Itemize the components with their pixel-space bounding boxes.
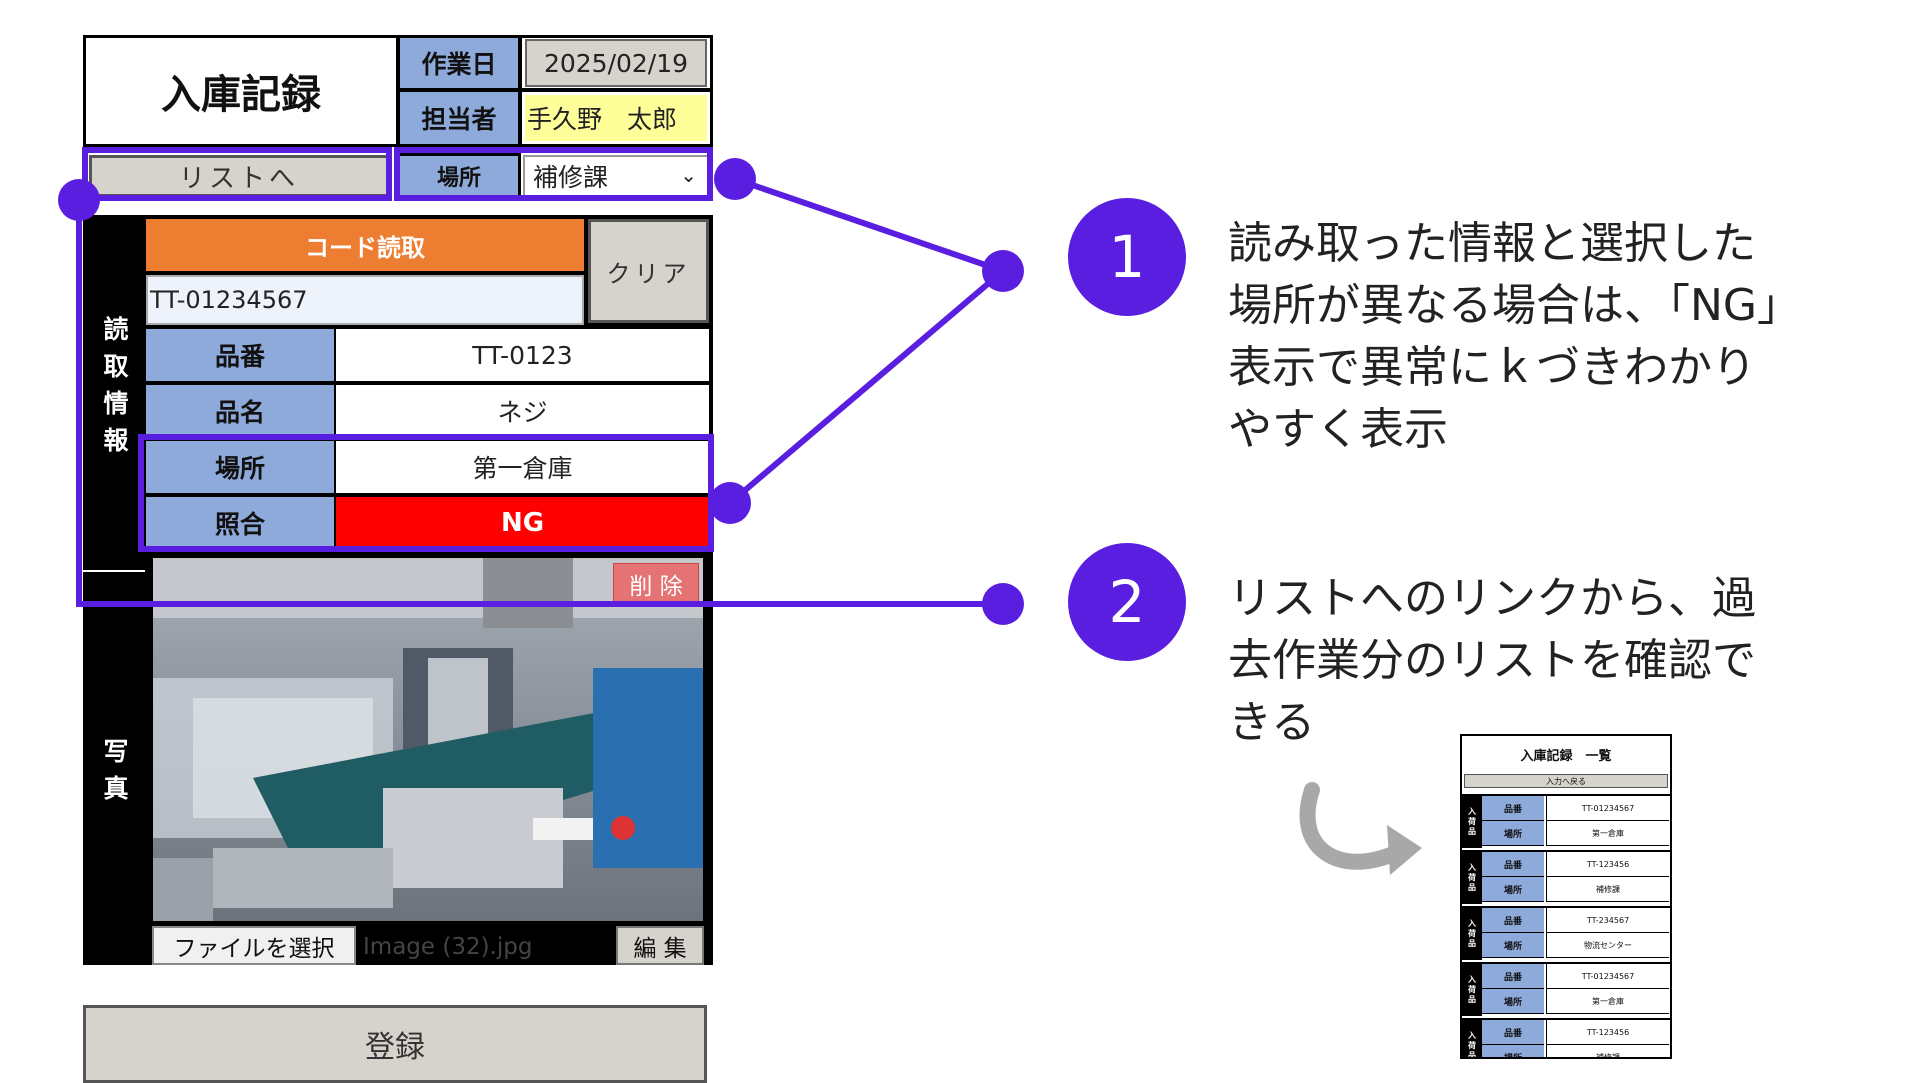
list-preview-place-label: 場所 xyxy=(1482,989,1544,1014)
list-preview-part-label: 品番 xyxy=(1482,908,1544,933)
list-preview-place-value: 補修課 xyxy=(1546,877,1669,902)
callout-text-2: リストへのリンクから、過 去作業分のリストを確認で きる xyxy=(1228,568,1848,754)
read-section-label: 読取情報 xyxy=(100,316,129,464)
list-preview-place-value: 第一倉庫 xyxy=(1546,989,1669,1014)
list-preview-side-label: 入荷品 xyxy=(1462,796,1482,848)
list-preview-item: 入荷品 品番 TT-123456 場所 補修課 xyxy=(1462,1018,1670,1057)
list-preview-item: 入荷品 品番 TT-01234567 場所 第一倉庫 xyxy=(1462,962,1670,1016)
clear-button[interactable]: クリア xyxy=(588,219,709,323)
code-input[interactable]: TT-01234567 xyxy=(146,275,584,325)
place-label: 場所 xyxy=(146,441,334,493)
list-preview-place-value: 物流センター xyxy=(1546,933,1669,958)
list-preview-place-label: 場所 xyxy=(1482,821,1544,846)
callout-number-2: 2 xyxy=(1068,543,1186,661)
location-selected: 補修課 xyxy=(533,163,609,192)
edit-button[interactable]: 編 集 xyxy=(616,926,704,965)
list-preview-side-label: 入荷品 xyxy=(1462,852,1482,904)
callout-2-line: リストへのリンクから、過 xyxy=(1228,573,1756,624)
callout-2-line: 去作業分のリストを確認で xyxy=(1228,635,1756,686)
entry-form: 入庫記録 作業日 2025/02/19 担当者 手久野 太郎 リストへ 場所 補… xyxy=(83,35,713,1083)
part-name-label: 品名 xyxy=(146,385,334,437)
list-preview-item: 入荷品 品番 TT-01234567 場所 第一倉庫 xyxy=(1462,794,1670,848)
match-label: 照合 xyxy=(146,497,334,549)
list-preview-item: 入荷品 品番 TT-123456 場所 補修課 xyxy=(1462,850,1670,904)
chevron-down-icon: ⌄ xyxy=(680,163,697,187)
list-preview-place-value: 第一倉庫 xyxy=(1546,821,1669,846)
person-value: 手久野 太郎 xyxy=(525,95,707,141)
list-preview-part-value: TT-234567 xyxy=(1546,908,1669,933)
code-read-header: コード読取 xyxy=(146,219,584,271)
match-status-badge: NG xyxy=(336,497,709,549)
part-no-label: 品番 xyxy=(146,329,334,381)
work-date-field[interactable]: 2025/02/19 xyxy=(519,35,713,91)
callout-2-line: きる xyxy=(1228,697,1316,748)
callout-1-line: 読み取った情報と選択した xyxy=(1228,218,1756,269)
list-preview-place-value: 補修課 xyxy=(1546,1045,1669,1057)
delete-button[interactable]: 削 除 xyxy=(613,563,699,605)
list-preview-part-label: 品番 xyxy=(1482,796,1544,821)
list-preview-place-label: 場所 xyxy=(1482,1045,1544,1057)
choose-file-button[interactable]: ファイルを選択 xyxy=(152,926,356,965)
machine-photo-icon xyxy=(153,558,703,921)
callout-1-line: 表示で異常にｋづきわかり xyxy=(1228,342,1756,393)
person-field[interactable]: 手久野 太郎 xyxy=(519,89,713,147)
list-preview-place-label: 場所 xyxy=(1482,877,1544,902)
form-title: 入庫記録 xyxy=(83,35,399,147)
list-preview-side-label: 入荷品 xyxy=(1462,964,1482,1016)
list-preview-side-label: 入荷品 xyxy=(1462,908,1482,960)
work-date-label: 作業日 xyxy=(397,35,521,91)
curved-arrow-icon xyxy=(1299,782,1422,875)
register-button[interactable]: 登録 xyxy=(83,1005,707,1083)
work-date-value: 2025/02/19 xyxy=(525,39,707,87)
callout-1-line: 場所が異なる場合は、「NG」 xyxy=(1228,280,1802,331)
file-name: Image (32).jpg xyxy=(363,934,533,960)
photo-image xyxy=(153,558,703,921)
list-preview-back-button[interactable]: 入力へ戻る xyxy=(1464,774,1668,788)
list-preview-part-value: TT-01234567 xyxy=(1546,964,1669,989)
list-preview-part-value: TT-01234567 xyxy=(1546,796,1669,821)
part-no-value: TT-0123 xyxy=(336,329,709,381)
list-preview-side-label: 入荷品 xyxy=(1462,1020,1482,1057)
callout-text-1: 読み取った情報と選択した 場所が異なる場合は、「NG」 表示で異常にｋづきわかり… xyxy=(1228,213,1848,461)
list-preview-part-label: 品番 xyxy=(1482,964,1544,989)
list-preview-place-label: 場所 xyxy=(1482,933,1544,958)
list-preview-part-value: TT-123456 xyxy=(1546,852,1669,877)
list-preview: 入庫記録 一覧 入力へ戻る 入荷品 品番 TT-01234567 場所 第一倉庫… xyxy=(1460,734,1672,1059)
list-preview-part-value: TT-123456 xyxy=(1546,1020,1669,1045)
photo-section-label: 写真 xyxy=(100,738,129,812)
person-label: 担当者 xyxy=(397,89,521,147)
list-preview-part-label: 品番 xyxy=(1482,852,1544,877)
callout-number-1: 1 xyxy=(1068,198,1186,316)
list-preview-item: 入荷品 品番 TT-234567 場所 物流センター xyxy=(1462,906,1670,960)
place-value: 第一倉庫 xyxy=(336,441,709,493)
callout-1-line: やすく表示 xyxy=(1228,404,1448,455)
section-divider xyxy=(83,570,145,572)
list-preview-part-label: 品番 xyxy=(1482,1020,1544,1045)
list-preview-title: 入庫記録 一覧 xyxy=(1520,748,1612,764)
part-name-value: ネジ xyxy=(336,385,709,437)
